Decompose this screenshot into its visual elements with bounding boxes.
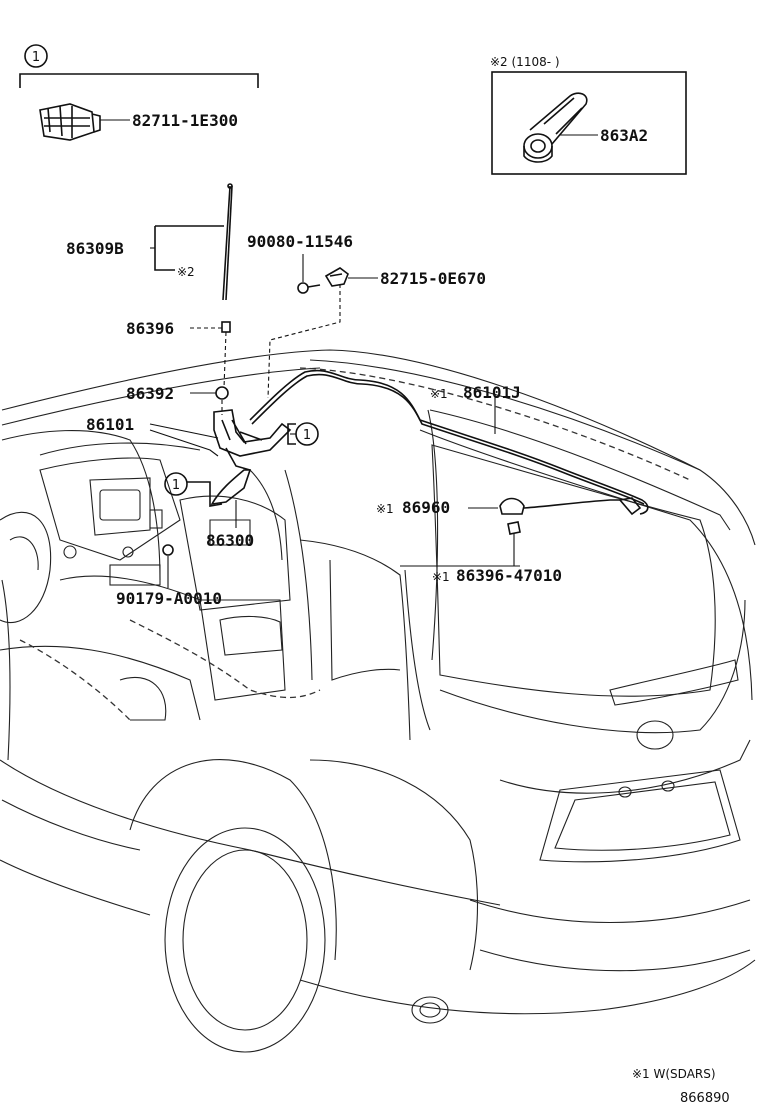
- part-label-86309B: 86309B: [66, 239, 124, 258]
- nut-90179-drawing: [162, 544, 174, 556]
- callout-1-label-top: 1: [32, 50, 40, 65]
- part-label-86396: 86396: [126, 319, 174, 338]
- svg-text:1: 1: [172, 478, 180, 493]
- part-label-86101: 86101: [86, 415, 134, 434]
- part-label-86960: 86960: [402, 498, 450, 517]
- callout-1-group: 1 82711-1E300: [19, 44, 259, 141]
- nut-86396-47010-drawing: [507, 521, 521, 535]
- part-label-90080: 90080-11546: [247, 232, 353, 251]
- antenna-mast: [222, 185, 231, 301]
- part-label-86392: 86392: [126, 384, 174, 403]
- part-label-863A2: 863A2: [600, 126, 648, 145]
- clip-82711-drawing: [39, 103, 101, 141]
- antenna-assembly: 86309B ※2 86396 86392 86101 90080-11546: [66, 183, 649, 608]
- callout-1-circle-low: [164, 472, 188, 496]
- sdars-antenna-drawing: [499, 497, 620, 515]
- ref-box-note: ※2 (1108- ): [490, 55, 560, 69]
- part-label-86300: 86300: [206, 531, 254, 550]
- ref-box-frame: [491, 71, 687, 175]
- part-label-82715: 82715-0E670: [380, 269, 486, 288]
- svg-text:1: 1: [303, 428, 311, 443]
- callout-1-bracket: [19, 73, 259, 88]
- note-86396-47010: ※1: [432, 570, 450, 584]
- part-label-86396-47010: 86396-47010: [456, 566, 562, 585]
- clip-82715-drawing: [324, 267, 349, 287]
- note-86960: ※1: [376, 502, 394, 516]
- antenna-base: [213, 409, 292, 457]
- ref-box-863A2: ※2 (1108- ) 863A2: [490, 55, 687, 175]
- diagram-id: 866890: [680, 1091, 730, 1106]
- part-label-82711: 82711-1E300: [132, 111, 238, 130]
- part-label-86101J: 86101J: [463, 383, 521, 402]
- amp-cable-86300: [210, 469, 252, 506]
- cable-86101J: [249, 369, 649, 515]
- antenna-tool-drawing: [523, 92, 588, 163]
- bolt-90080-drawing: [297, 282, 321, 294]
- note-86309B: ※2: [177, 265, 195, 279]
- footnote: ※1 W(SDARS): [632, 1067, 716, 1081]
- part-label-90179: 90179-A0010: [116, 589, 222, 608]
- vehicle-outline: [0, 349, 756, 1053]
- callout-1-circle-top: [24, 44, 48, 68]
- note-86101J: ※1: [430, 387, 448, 401]
